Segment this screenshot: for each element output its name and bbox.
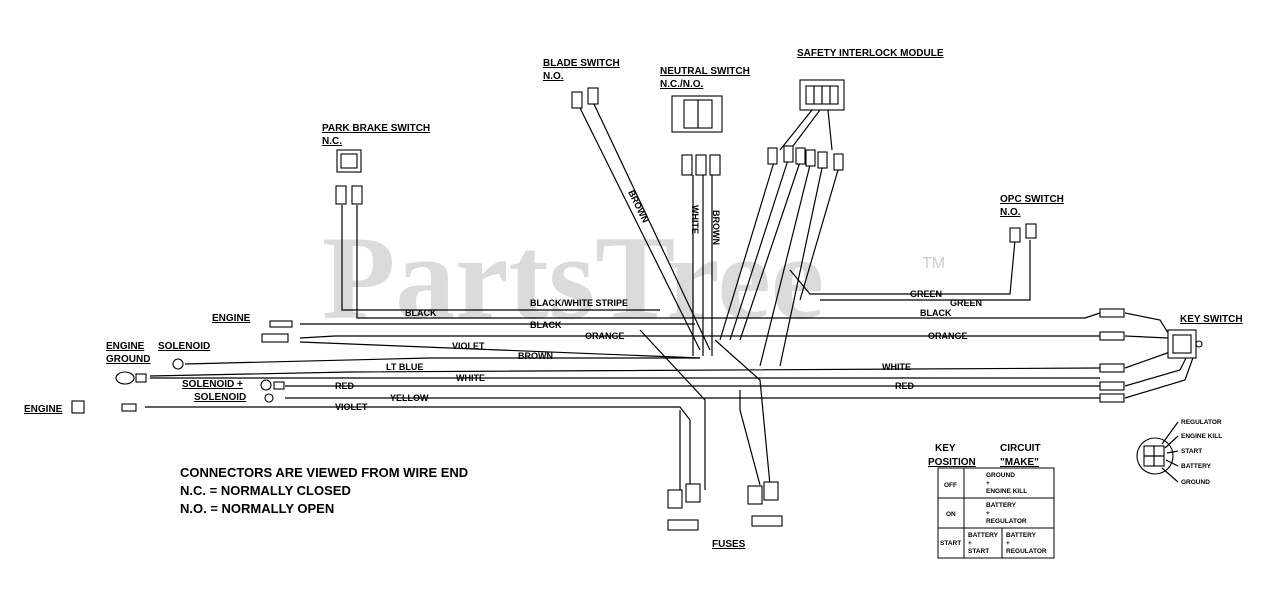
wire-black-top: BLACK BLACK (356, 205, 1101, 319)
svg-text:ENGINE: ENGINE (106, 341, 145, 352)
wire-black-engine: BLACK (300, 320, 695, 330)
solenoid-plus: SOLENOID + SOLENOID (182, 379, 285, 403)
svg-text:VIOLET: VIOLET (452, 341, 485, 351)
key-terminal-legend: REGULATOR ENGINE KILL START BATTERY GROU… (1136, 419, 1222, 486)
svg-text:RED: RED (335, 381, 355, 391)
wire-lt-blue-white: LT BLUE WHITE WHITE (149, 362, 1101, 383)
svg-text:BLACK: BLACK (530, 320, 562, 330)
wire-fuse-harness (639, 329, 771, 490)
svg-text:NEUTRAL SWITCH: NEUTRAL SWITCH (660, 66, 750, 77)
svg-text:ORANGE: ORANGE (928, 331, 968, 341)
wire-green: GREEN GREEN (789, 239, 1031, 308)
svg-text:N.O.: N.O. (1000, 207, 1021, 218)
wire-orange: ORANGE ORANGE (299, 331, 1100, 341)
wire-yellow: YELLOW (285, 393, 1100, 403)
svg-text:REGULATOR: REGULATOR (1006, 548, 1047, 555)
svg-text:OFF: OFF (944, 482, 957, 489)
circuit-table: KEY POSITION CIRCUIT "MAKE" OFF GROUND +… (928, 443, 1055, 559)
svg-text:KEY: KEY (935, 443, 956, 454)
svg-text:YELLOW: YELLOW (390, 393, 429, 403)
fuses: FUSES (667, 481, 783, 550)
svg-text:FUSES: FUSES (712, 539, 746, 550)
svg-text:ENGINE: ENGINE (212, 313, 251, 324)
svg-text:BATTERY: BATTERY (1006, 532, 1037, 539)
svg-text:+: + (986, 510, 990, 517)
wire-solenoid (184, 357, 700, 365)
wire-safety-harness (719, 109, 839, 367)
engine-connector-top: ENGINE (212, 313, 293, 343)
svg-text:"MAKE": "MAKE" (1000, 457, 1039, 468)
wire-violet-brown: VIOLET BROWN (299, 341, 701, 361)
svg-text:BLACK: BLACK (405, 308, 437, 318)
svg-text:ENGINE KILL: ENGINE KILL (1181, 433, 1222, 440)
notes: CONNECTORS ARE VIEWED FROM WIRE END N.C.… (180, 465, 468, 516)
svg-text:BROWN: BROWN (711, 210, 721, 245)
svg-text:N.C.: N.C. (322, 136, 342, 147)
safety-interlock-module: SAFETY INTERLOCK MODULE (767, 48, 944, 171)
svg-text:N.C./N.O.: N.C./N.O. (660, 79, 704, 90)
svg-text:ON: ON (946, 511, 956, 518)
svg-text:POSITION: POSITION (928, 457, 976, 468)
svg-text:N.O.: N.O. (543, 71, 564, 82)
svg-text:BLADE SWITCH: BLADE SWITCH (543, 58, 620, 69)
svg-text:OPC SWITCH: OPC SWITCH (1000, 194, 1064, 205)
engine-ground: ENGINE GROUND (106, 341, 150, 385)
solenoid: SOLENOID (158, 341, 210, 370)
wire-neutral: WHITE BROWN (690, 175, 721, 356)
svg-text:START: START (968, 548, 989, 555)
svg-text:GROUND: GROUND (986, 472, 1015, 479)
svg-text:SAFETY INTERLOCK MODULE: SAFETY INTERLOCK MODULE (797, 48, 944, 59)
watermark: PartsTree (322, 211, 824, 344)
svg-text:REGULATOR: REGULATOR (1181, 419, 1222, 426)
svg-text:BROWN: BROWN (518, 351, 553, 361)
svg-text:+: + (1006, 540, 1010, 547)
svg-text:BLACK/WHITE STRIPE: BLACK/WHITE STRIPE (530, 298, 628, 308)
svg-text:SOLENOID: SOLENOID (158, 341, 210, 352)
park-brake-switch: PARK BRAKE SWITCH N.C. (322, 123, 430, 205)
wire-black-white-stripe: BLACK/WHITE STRIPE (341, 205, 660, 311)
blade-switch: BLADE SWITCH N.O. (543, 58, 620, 109)
svg-text:LT BLUE: LT BLUE (386, 362, 423, 372)
svg-text:BATTERY: BATTERY (986, 502, 1017, 509)
svg-text:SOLENOID: SOLENOID (194, 392, 246, 403)
svg-text:N.O. = NORMALLY OPEN: N.O. = NORMALLY OPEN (180, 501, 334, 516)
svg-text:GREEN: GREEN (910, 289, 942, 299)
wire-violet-engine: VIOLET (145, 402, 691, 490)
svg-text:ENGINE: ENGINE (24, 404, 63, 415)
svg-text:START: START (940, 540, 961, 547)
svg-text:CONNECTORS ARE VIEWED FROM WIR: CONNECTORS ARE VIEWED FROM WIRE END (180, 465, 468, 480)
svg-text:WHITE: WHITE (882, 362, 911, 372)
svg-text:+: + (986, 480, 990, 487)
svg-text:N.C. = NORMALLY CLOSED: N.C. = NORMALLY CLOSED (180, 483, 351, 498)
svg-text:KEY SWITCH: KEY SWITCH (1180, 314, 1243, 325)
svg-text:ORANGE: ORANGE (585, 331, 625, 341)
svg-text:BATTERY: BATTERY (968, 532, 999, 539)
svg-text:+: + (968, 540, 972, 547)
opc-switch: OPC SWITCH N.O. (1000, 194, 1064, 243)
svg-text:CIRCUIT: CIRCUIT (1000, 443, 1041, 454)
svg-text:PARK BRAKE SWITCH: PARK BRAKE SWITCH (322, 123, 430, 134)
svg-text:GROUND: GROUND (106, 354, 150, 365)
svg-text:BLACK: BLACK (920, 308, 952, 318)
svg-text:START: START (1181, 448, 1202, 455)
svg-text:WHITE: WHITE (690, 205, 700, 234)
svg-text:RED: RED (895, 381, 915, 391)
svg-text:ENGINE KILL: ENGINE KILL (986, 488, 1027, 495)
svg-text:SOLENOID +: SOLENOID + (182, 379, 243, 390)
svg-text:VIOLET: VIOLET (335, 402, 368, 412)
svg-text:BATTERY: BATTERY (1181, 463, 1212, 470)
svg-text:GREEN: GREEN (950, 298, 982, 308)
key-switch: KEY SWITCH (1099, 308, 1243, 403)
neutral-switch: NEUTRAL SWITCH N.C./N.O. (660, 66, 750, 176)
svg-text:REGULATOR: REGULATOR (986, 518, 1027, 525)
engine-connector-left: ENGINE (24, 400, 137, 415)
svg-text:GROUND: GROUND (1181, 479, 1210, 486)
watermark-tm: TM (922, 255, 945, 272)
